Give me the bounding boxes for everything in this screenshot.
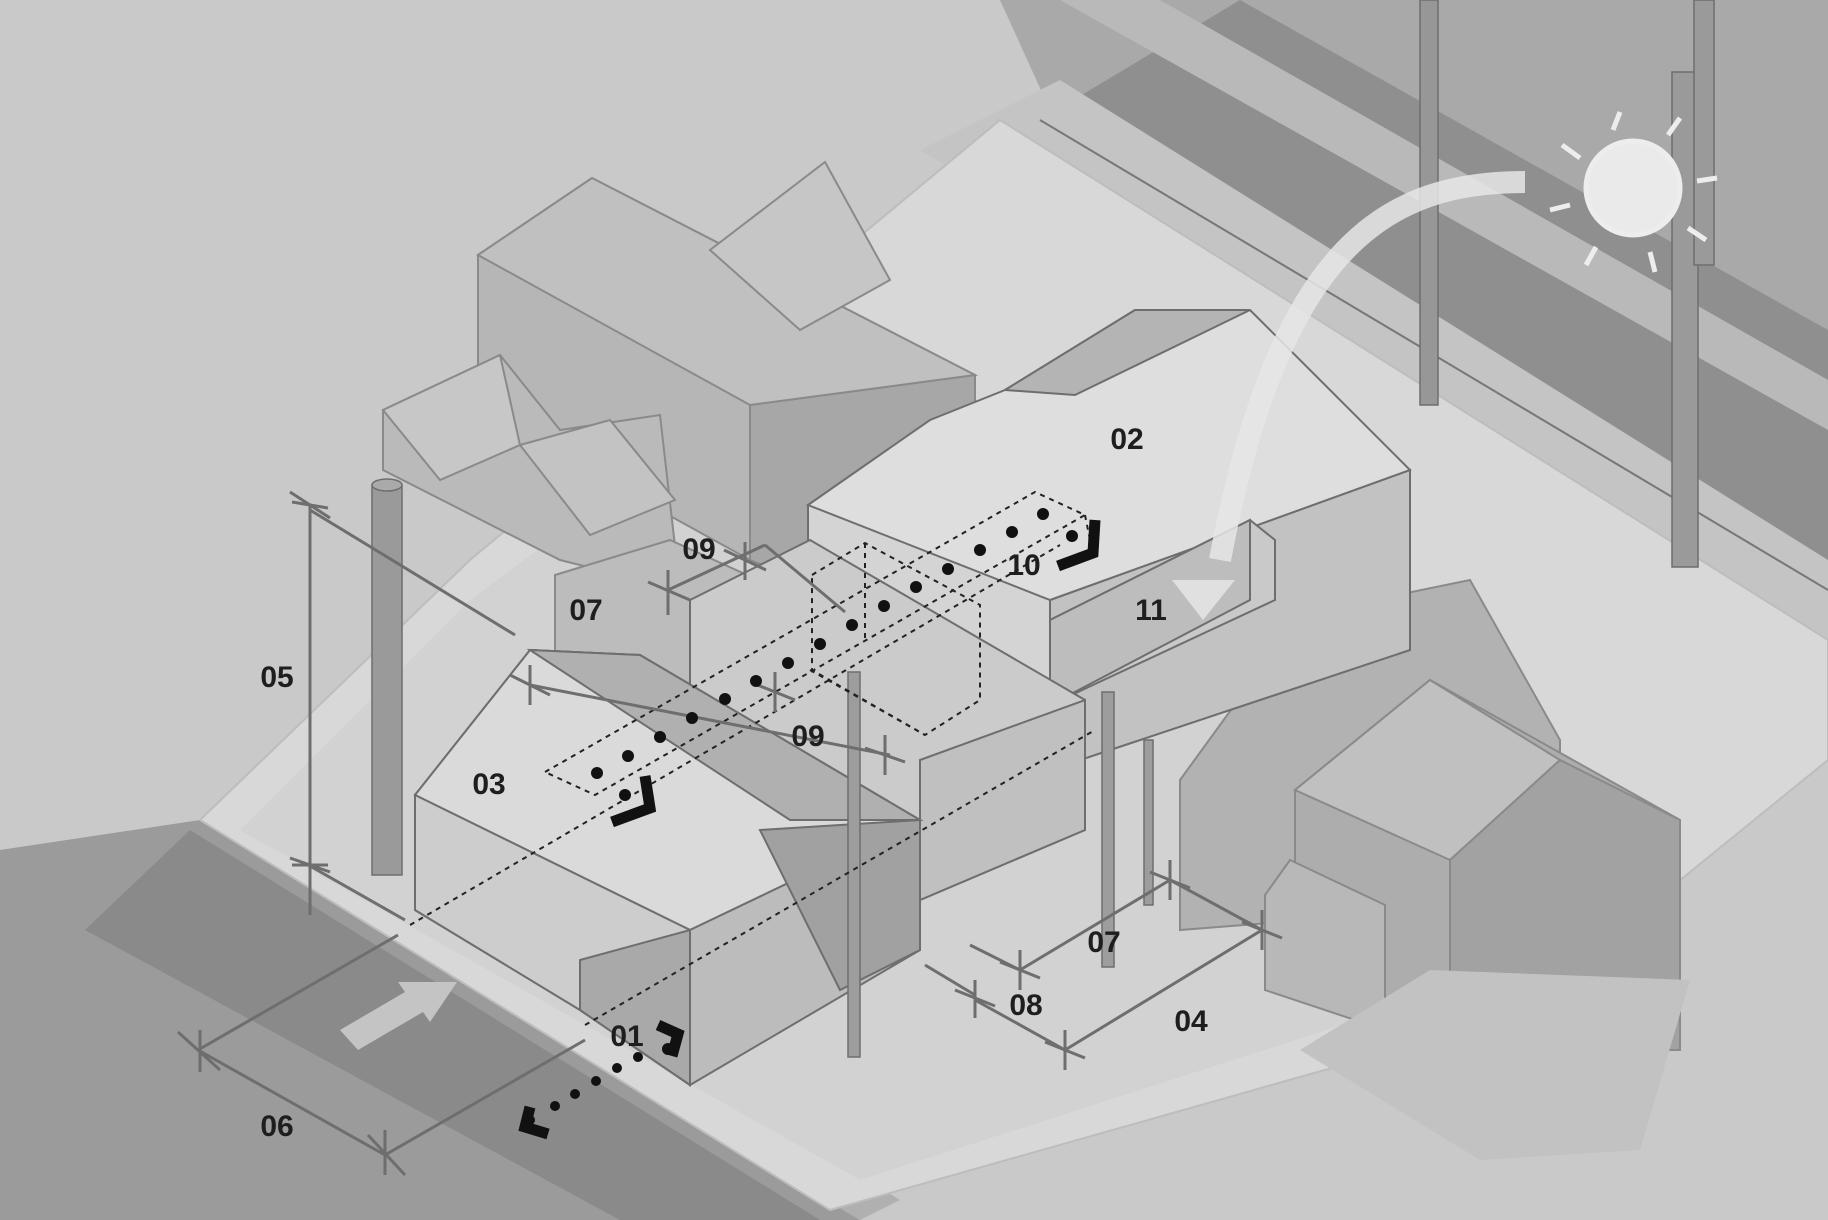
label-07-rear: 07 [569, 594, 602, 627]
label-06: 06 [260, 1110, 293, 1143]
main-building [413, 309, 1412, 1087]
label-09-mid: 09 [791, 720, 824, 753]
label-04: 04 [1174, 1005, 1208, 1038]
dotted-path [525, 508, 1078, 1125]
label-01: 01 [610, 1020, 643, 1053]
label-07-side: 07 [1087, 926, 1120, 959]
label-11: 11 [1135, 594, 1167, 627]
label-02: 02 [1110, 423, 1143, 456]
arrow-icon [340, 982, 457, 1050]
label-05: 05 [260, 661, 293, 694]
diagram-labels: 01 02 03 04 05 06 07 07 08 09 09 10 11 [260, 423, 1208, 1143]
label-08: 08 [1009, 989, 1042, 1022]
label-03: 03 [472, 768, 505, 801]
dimension-lines [176, 490, 1283, 1177]
label-09-top: 09 [682, 533, 715, 566]
chevron-icon [518, 519, 1101, 1140]
label-10: 10 [1007, 549, 1040, 582]
sun-path [1172, 171, 1526, 620]
sun-icon [1549, 111, 1718, 273]
curved-arrow-icon [1209, 171, 1526, 563]
